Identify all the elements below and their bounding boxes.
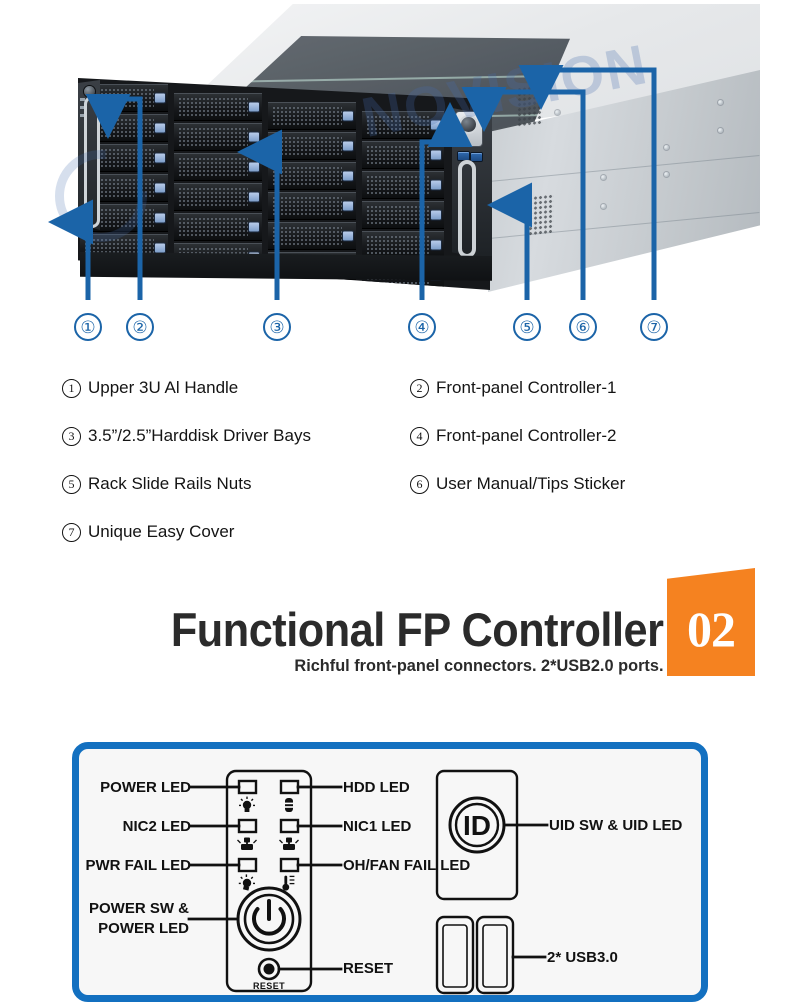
product-photo-section: NOVISION [0, 0, 790, 350]
callout-number-1: ① [74, 313, 102, 341]
legend-marker-4: 4 [410, 427, 429, 446]
drive-bay [268, 132, 356, 160]
legend-item-6: 6 User Manual/Tips Sticker [410, 474, 625, 494]
section-number: 02 [687, 601, 736, 657]
section-number-badge: 02 [667, 568, 755, 676]
callout-number-6: ⑥ [569, 313, 597, 341]
network-icon [237, 837, 257, 850]
legend-item-1: 1 Upper 3U Al Handle [62, 378, 238, 398]
legend-marker-2: 2 [410, 379, 429, 398]
server-chassis-illustration: NOVISION [0, 0, 790, 350]
power-symbol-arc [252, 907, 286, 936]
label-nic1-led: NIC1 LED [343, 818, 412, 835]
legend-marker-1: 1 [62, 379, 81, 398]
bay-column [266, 78, 358, 290]
usb-port-2 [471, 153, 482, 161]
callout-number-5: ⑤ [513, 313, 541, 341]
uid-module-body [435, 769, 519, 901]
legend-label-4: Front-panel Controller-2 [436, 426, 617, 445]
label-hdd-led: HDD LED [343, 779, 410, 796]
chassis-screw [718, 128, 723, 133]
label-uid: UID SW & UID LED [549, 817, 683, 834]
uid-inner-ring [454, 802, 500, 848]
label-power-led: POWER LED [100, 779, 191, 796]
legend-marker-5: 5 [62, 475, 81, 494]
label-reset: RESET [343, 960, 394, 977]
callout-number-7: ⑦ [640, 313, 668, 341]
drive-bay [268, 162, 356, 190]
label-pwr-fail-led: PWR FAIL LED [85, 857, 191, 874]
drive-bay [268, 222, 356, 250]
power-switch-inner-ring [243, 893, 295, 945]
reset-button-caption: RESET [252, 981, 285, 991]
front-panel-controller-1-button[interactable] [84, 86, 95, 97]
chassis-screw [664, 145, 669, 150]
legend-label-7: Unique Easy Cover [88, 522, 235, 541]
legend-label-3: 3.5”/2.5”Harddisk Driver Bays [88, 426, 311, 445]
drive-bay [174, 213, 262, 241]
bulb-icon [239, 796, 255, 812]
hdd-led-square [279, 779, 300, 795]
drive-bay [174, 93, 262, 121]
legend-marker-7: 7 [62, 523, 81, 542]
drive-bay [362, 201, 444, 229]
drive-bay [174, 183, 262, 211]
legend-marker-3: 3 [62, 427, 81, 446]
legend-item-5: 5 Rack Slide Rails Nuts [62, 474, 251, 494]
usb-port-1 [458, 152, 469, 160]
callout-arrows [48, 65, 657, 300]
chassis-screw [555, 110, 560, 115]
bulb-fail-icon [238, 874, 255, 891]
callout-line-7 [518, 65, 657, 300]
legend-item-7: 7 Unique Easy Cover [62, 522, 234, 542]
drive-bay [268, 102, 356, 130]
chassis-screw [601, 204, 606, 209]
section-banner: Functional FP Controller Richful front-p… [0, 560, 790, 690]
legend-marker-6: 6 [410, 475, 429, 494]
banner-title: Functional FP Controller [170, 603, 663, 657]
legend-label-6: User Manual/Tips Sticker [436, 474, 626, 493]
legend-item-4: 4 Front-panel Controller-2 [410, 426, 616, 446]
usb-port-left-inner [442, 924, 468, 988]
label-oh-fan-fail-led: OH/FAN FAIL LED [343, 857, 471, 874]
label-power-switch: POWER SW & POWER LED [79, 899, 189, 940]
label-usb: 2* USB3.0 [547, 949, 618, 966]
uid-id-glyph: ID [463, 810, 491, 841]
led-pictogram-icons [237, 796, 299, 891]
callout-line-4 [419, 102, 473, 300]
power-led-square [237, 779, 258, 795]
oh-fan-fail-led-square [279, 857, 300, 873]
label-power-switch-line2: POWER LED [98, 920, 189, 938]
callout-line-6 [461, 87, 586, 300]
callout-number-2: ② [126, 313, 154, 341]
drive-bay [362, 171, 444, 199]
chassis-screw [718, 100, 723, 105]
usb-port-right-inner [482, 924, 508, 988]
label-power-switch-line1: POWER SW & [89, 900, 189, 917]
legend-label-5: Rack Slide Rails Nuts [88, 474, 252, 493]
drive-bay [268, 192, 356, 220]
reset-button-inner [263, 963, 275, 975]
thermometer-fan-icon [282, 875, 295, 891]
legend-item-2: 2 Front-panel Controller-1 [410, 378, 616, 398]
chassis-screw [664, 172, 669, 177]
legend-label-2: Front-panel Controller-1 [436, 378, 617, 397]
nic1-led-square [279, 818, 300, 834]
chassis-screw [601, 175, 606, 180]
banner-subtitle: Richful front-panel connectors. 2*USB2.0… [293, 656, 663, 675]
legend-item-3: 3 3.5”/2.5”Harddisk Driver Bays [62, 426, 311, 446]
front-panel-diagram-panel: ID [72, 742, 708, 1002]
bay-column [172, 78, 264, 290]
label-nic2-led: NIC2 LED [122, 818, 191, 835]
callout-number-3: ③ [263, 313, 291, 341]
hdd-icon [285, 798, 293, 812]
legend-label-1: Upper 3U Al Handle [88, 378, 239, 397]
network-icon [279, 837, 299, 850]
callout-number-4: ④ [408, 313, 436, 341]
nic2-led-square [237, 818, 258, 834]
callout-line-2 [85, 94, 143, 300]
pwr-fail-led-square [237, 857, 258, 873]
